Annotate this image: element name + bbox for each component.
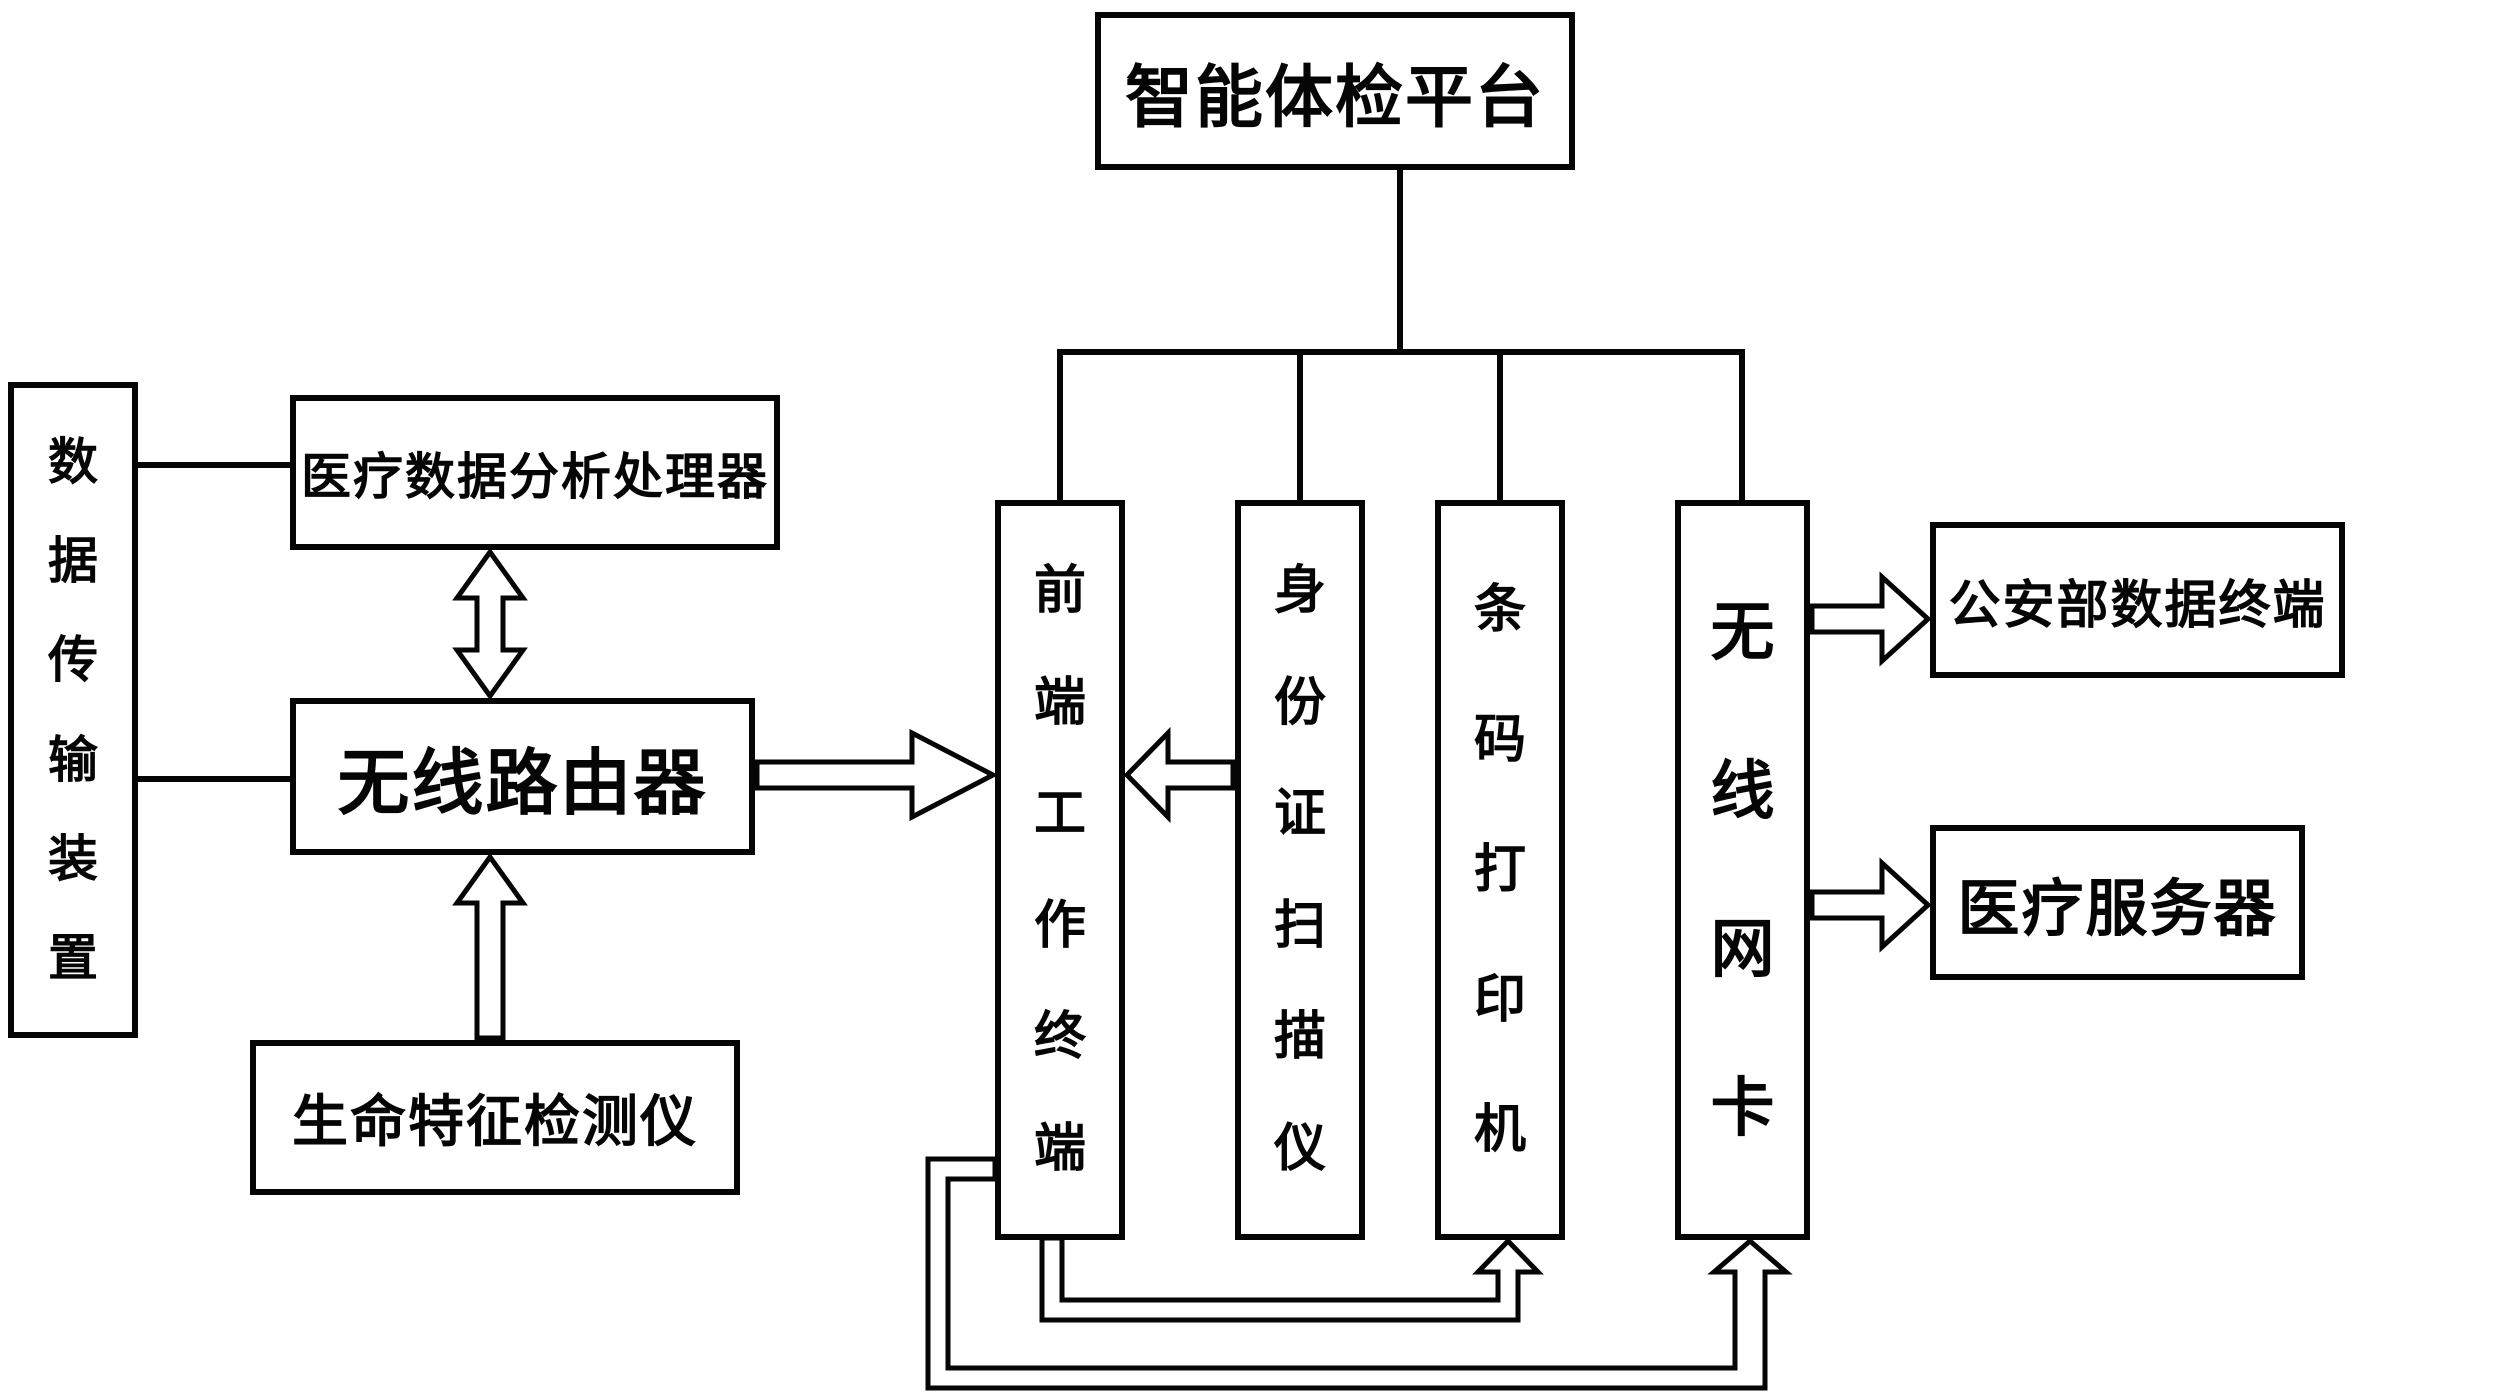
node-data-transmission: 数据传输装置 — [8, 382, 138, 1038]
vertical-char: 装 — [48, 830, 98, 887]
vertical-char: 扫 — [1273, 896, 1326, 955]
vertical-char: 端 — [1033, 673, 1086, 732]
arrow-processor-router — [452, 547, 528, 701]
vertical-char: 证 — [1273, 785, 1326, 844]
arrow-scanner-terminal — [1123, 726, 1236, 824]
node-router: 无线路由器 — [290, 698, 755, 855]
node-id-scanner: 身份证扫描仪 — [1235, 500, 1365, 1240]
vertical-char: 份 — [1273, 673, 1326, 732]
vertical-char: 前 — [1033, 562, 1086, 621]
vertical-char: 印 — [1473, 971, 1526, 1029]
vertical-char: 网 — [1710, 913, 1775, 986]
arrow-vital-router — [452, 852, 528, 1041]
vertical-char: 机 — [1473, 1101, 1526, 1159]
vertical-char: 条 — [1473, 581, 1526, 639]
vertical-char: 无 — [1710, 596, 1775, 669]
vertical-char: 终 — [1033, 1008, 1086, 1067]
vertical-char: 卡 — [1710, 1071, 1775, 1144]
vertical-char: 打 — [1473, 841, 1526, 899]
node-platform: 智能体检平台 — [1095, 12, 1575, 170]
arrow-terminal-nic-loop — [925, 1156, 1793, 1391]
node-vital-detector: 生命特征检测仪 — [250, 1040, 740, 1195]
vertical-char: 身 — [1273, 562, 1326, 621]
vertical-char: 工 — [1033, 785, 1086, 844]
vertical-char: 码 — [1473, 711, 1526, 769]
arrow-nic-psb — [1809, 571, 1932, 667]
node-barcode-printer: 条码打印机 — [1435, 500, 1565, 1240]
node-front-terminal: 前端工作终端 — [995, 500, 1125, 1240]
arrow-nic-medserver — [1809, 857, 1932, 953]
vertical-char: 作 — [1033, 896, 1086, 955]
vertical-char: 端 — [1033, 1119, 1086, 1178]
arrow-terminal-printer-loop — [1039, 1235, 1544, 1323]
vertical-char: 置 — [48, 929, 98, 986]
node-medical-server: 医疗服务器 — [1930, 825, 2305, 980]
node-wireless-nic: 无线网卡 — [1675, 500, 1810, 1240]
node-processor: 医疗数据分析处理器 — [290, 395, 780, 550]
vertical-char: 传 — [48, 632, 98, 689]
vertical-char: 数 — [48, 434, 98, 491]
arrow-router-terminal — [754, 728, 999, 822]
node-psb-terminal: 公安部数据终端 — [1930, 522, 2345, 678]
vertical-char: 线 — [1710, 754, 1775, 827]
vertical-char: 仪 — [1273, 1119, 1326, 1178]
vertical-char: 输 — [48, 731, 98, 788]
vertical-char: 据 — [48, 533, 98, 590]
vertical-char: 描 — [1273, 1008, 1326, 1067]
